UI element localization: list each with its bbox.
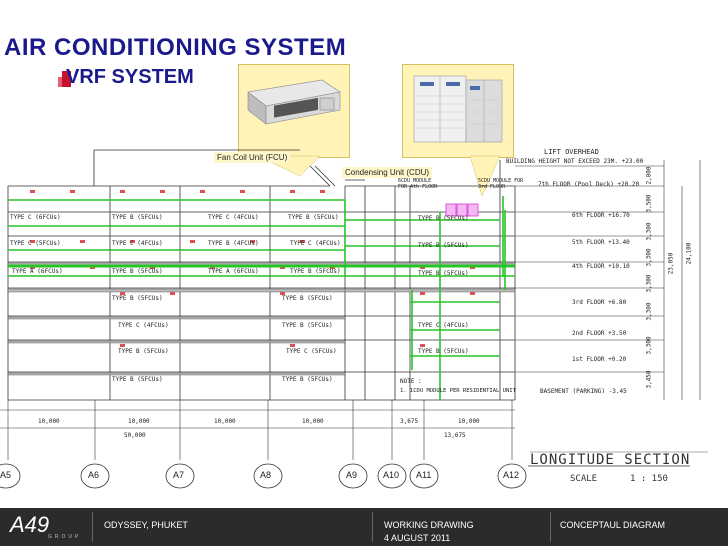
footer-separator xyxy=(372,512,373,542)
unit-type-label: TYPE C (4FCUs) xyxy=(290,240,341,247)
bottom-dimension-label: 10,000 xyxy=(38,418,60,425)
grid-label: A11 xyxy=(416,470,432,480)
grid-label: A5 xyxy=(0,470,12,480)
cdu-unit-image xyxy=(413,75,503,143)
unit-type-label: TYPE B (5FCUs) xyxy=(112,295,163,302)
floor-label: BASEMENT (PARKING) -3.45 xyxy=(540,388,627,395)
bottom-total-label: 13,675 xyxy=(444,432,466,439)
unit-type-label: TYPE C (6FCUs) xyxy=(10,214,61,221)
floor-label: 5th FLOOR +13.40 xyxy=(572,239,630,246)
unit-type-label: TYPE B (5FCUs) xyxy=(112,268,163,275)
bottom-total-label: 50,000 xyxy=(124,432,146,439)
unit-type-label: TYPE B (5FCUs) xyxy=(418,215,469,222)
unit-type-label: TYPE B (5FCUs) xyxy=(112,214,163,221)
dimension-label: 3,300 xyxy=(645,222,653,241)
unit-type-label: TYPE B (5FCUs) xyxy=(418,348,469,355)
unit-type-label: TYPE B (5FCUs) xyxy=(112,376,163,383)
bottom-dimension-label: 10,000 xyxy=(458,418,480,425)
note-text: 1. 1CDU MODULE PER RESIDENTIAL UNIT xyxy=(400,388,516,394)
unit-type-label: TYPE C (5FCUs) xyxy=(10,240,61,247)
slide-title: AIR CONDITIONING SYSTEM xyxy=(4,34,347,61)
unit-type-label: TYPE B (5FCUs) xyxy=(290,268,341,275)
unit-type-label: TYPE C (4FCUs) xyxy=(418,322,469,329)
right-dimension-lines xyxy=(663,160,701,400)
grid-label: A7 xyxy=(173,470,185,480)
slide-subtitle: VRF SYSTEM xyxy=(66,66,194,88)
grid-label: A12 xyxy=(503,470,520,480)
unit-type-label: TYPE C (4FCUs) xyxy=(208,214,259,221)
a49-logo: A49 xyxy=(10,512,50,537)
unit-type-label: TYPE C (4FCUs) xyxy=(118,322,169,329)
footer-bar xyxy=(0,508,728,546)
cdu-callout-pointer xyxy=(469,155,501,197)
dimension-label: 2,800 xyxy=(645,166,653,185)
floor-label: 2nd FLOOR +3.50 xyxy=(572,330,627,337)
dimension-label: 3,500 xyxy=(645,194,653,213)
unit-type-label: TYPE B (4FCUs) xyxy=(208,240,259,247)
footer-separator xyxy=(550,512,551,542)
document-date: 4 AUGUST 2011 xyxy=(384,533,451,543)
grid-label: A9 xyxy=(346,470,358,480)
scale-label: SCALE xyxy=(570,474,598,484)
document-type: WORKING DRAWING xyxy=(384,520,474,530)
diagram-type: CONCEPTAUL DIAGRAM xyxy=(560,520,666,530)
dimension-label: 3,300 xyxy=(645,302,653,321)
module-note-3rd: 5CDU MODULE FOR 3rd FLOOR xyxy=(478,178,524,190)
slab-hatching xyxy=(7,262,516,376)
cdu-modules xyxy=(445,203,479,217)
unit-type-label: TYPE A (6FCUs) xyxy=(208,268,259,275)
floor-label: 4th FLOOR +10.10 xyxy=(572,263,630,270)
grid-label: A10 xyxy=(383,470,400,480)
dimension-total-label: 23,050 xyxy=(667,252,675,275)
grid-label: A8 xyxy=(260,470,272,480)
lift-overhead-label: LIFT OVERHEAD xyxy=(544,148,599,156)
floor-label: 1st FLOOR +0.20 xyxy=(572,356,627,363)
unit-type-label: TYPE C (5FCUs) xyxy=(286,348,337,355)
fcu-unit-image xyxy=(247,79,341,125)
bottom-dimension-label: 10,000 xyxy=(302,418,324,425)
bottom-dimension-label: 10,000 xyxy=(128,418,150,425)
bullet-icon xyxy=(58,71,71,87)
floor-label: 6th FLOOR +16.70 xyxy=(572,212,630,219)
dimension-label: 3,300 xyxy=(645,336,653,355)
scale-value: 1 : 150 xyxy=(630,474,668,484)
unit-type-label: TYPE C (4FCUs) xyxy=(112,240,163,247)
unit-type-label: TYPE B (5FCUs) xyxy=(418,270,469,277)
height-note-label: BUILDING HEIGHT NOT EXCEED 23M. +23.00 xyxy=(506,158,644,165)
unit-type-label: TYPE B (5FCUs) xyxy=(288,214,339,221)
dimension-label: 3,450 xyxy=(645,370,653,389)
dimension-total-label: 24,100 xyxy=(685,242,693,265)
bottom-dimension-label: 3,675 xyxy=(400,418,419,425)
floor-label: 7th FLOOR (Pool Deck) +20.20 xyxy=(538,181,640,188)
cdu-callout-label: Condensing Unit (CDU) xyxy=(342,167,433,178)
unit-type-label: TYPE B (5FCUs) xyxy=(282,295,333,302)
fcu-callout-label: Fan Coil Unit (FCU) xyxy=(214,152,291,163)
floor-label: 3rd FLOOR +6.80 xyxy=(572,299,627,306)
grid-markers xyxy=(0,463,527,489)
bottom-dimension-lines xyxy=(0,400,515,460)
bottom-dimension-label: 10,000 xyxy=(214,418,236,425)
refrigerant-pipes xyxy=(8,196,515,400)
module-note-4th: 6CDU MODULE FOR 4th FLOOR xyxy=(398,178,438,190)
building-section-lines xyxy=(7,149,516,401)
unit-type-label: TYPE B (5FCUs) xyxy=(282,376,333,383)
unit-type-label: TYPE B (5FCUs) xyxy=(418,242,469,249)
note-title: NOTE : xyxy=(400,378,422,385)
unit-type-label: TYPE B (5FCUs) xyxy=(118,348,169,355)
project-name: ODYSSEY, PHUKET xyxy=(104,520,188,530)
grid-label: A6 xyxy=(88,470,100,480)
dimension-label: 3,300 xyxy=(645,274,653,293)
floor-level-lines xyxy=(515,165,664,373)
unit-type-label: TYPE B (5FCUs) xyxy=(282,322,333,329)
footer-separator xyxy=(92,512,93,542)
section-title: LONGITUDE SECTION xyxy=(530,452,691,468)
a49-logo-sub: GROUP xyxy=(48,534,82,540)
longitude-section-drawing xyxy=(0,75,708,489)
unit-type-label: TYPE A (6FCUs) xyxy=(12,268,63,275)
dimension-label: 3,300 xyxy=(645,248,653,267)
